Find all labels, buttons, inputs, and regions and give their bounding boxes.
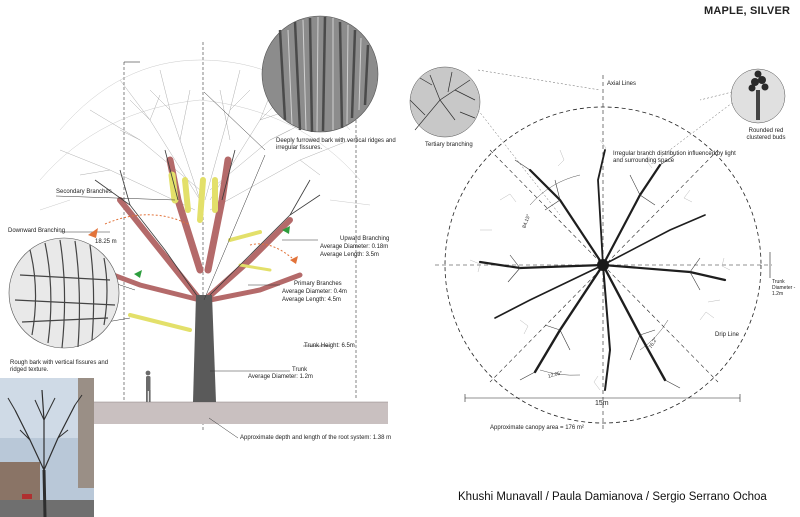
buds-image xyxy=(730,68,786,124)
secondary-branches-label: Secondary Branches xyxy=(56,189,112,195)
bark-lower-label: Rough bark with vertical fissures and ri… xyxy=(10,360,109,373)
drip-line-label: Drip Line xyxy=(715,332,740,338)
upward-length-label: Average Length: 3.5m xyxy=(320,252,379,258)
plan-trunk-diameter-label: Trunk Diameter - 1.2m xyxy=(772,279,796,297)
bark-detail-lower-image xyxy=(8,237,120,349)
trunk-diameter-label: Average Diameter: 1.2m xyxy=(248,374,313,380)
tree-photo xyxy=(0,378,94,517)
bark-upper-label: Deeply furrowed bark with vertical ridge… xyxy=(276,138,396,151)
primary-branches-label: Primary Branches xyxy=(294,281,342,287)
upward-diameter-label: Average Diameter: 0.18m xyxy=(320,244,389,250)
trunk-height-label: Trunk Height: 6.5m xyxy=(304,343,355,349)
root-system-label: Approximate depth and length of the root… xyxy=(240,435,392,441)
plan-width-label: 15m xyxy=(595,400,609,407)
buds-label: Rounded red clustered buds xyxy=(746,128,786,141)
primary-diameter-label: Average Diameter: 0.4m xyxy=(282,289,347,295)
canopy-area-label: Approximate canopy area = 176 m² xyxy=(490,425,584,431)
drawing-title: MAPLE, SILVER xyxy=(704,5,791,17)
authors-credit: Khushi Munavall / Paula Damianova / Serg… xyxy=(458,491,767,503)
tertiary-branching-label: Tertiary branching xyxy=(425,142,473,148)
height-label: 18.25 m xyxy=(95,239,117,245)
primary-length-label: Average Length: 4.5m xyxy=(282,297,341,303)
tertiary-branching-image xyxy=(409,66,481,138)
trunk-label: Trunk xyxy=(292,367,308,373)
axial-lines-label: Axial Lines xyxy=(607,81,637,87)
bark-detail-upper-image xyxy=(261,15,379,133)
upward-branching-label: Upward Branching xyxy=(340,236,390,242)
irregular-distribution-label: Irregular branch distribution influenced… xyxy=(613,151,736,164)
downward-branching-label: Downward Branching xyxy=(8,228,66,234)
